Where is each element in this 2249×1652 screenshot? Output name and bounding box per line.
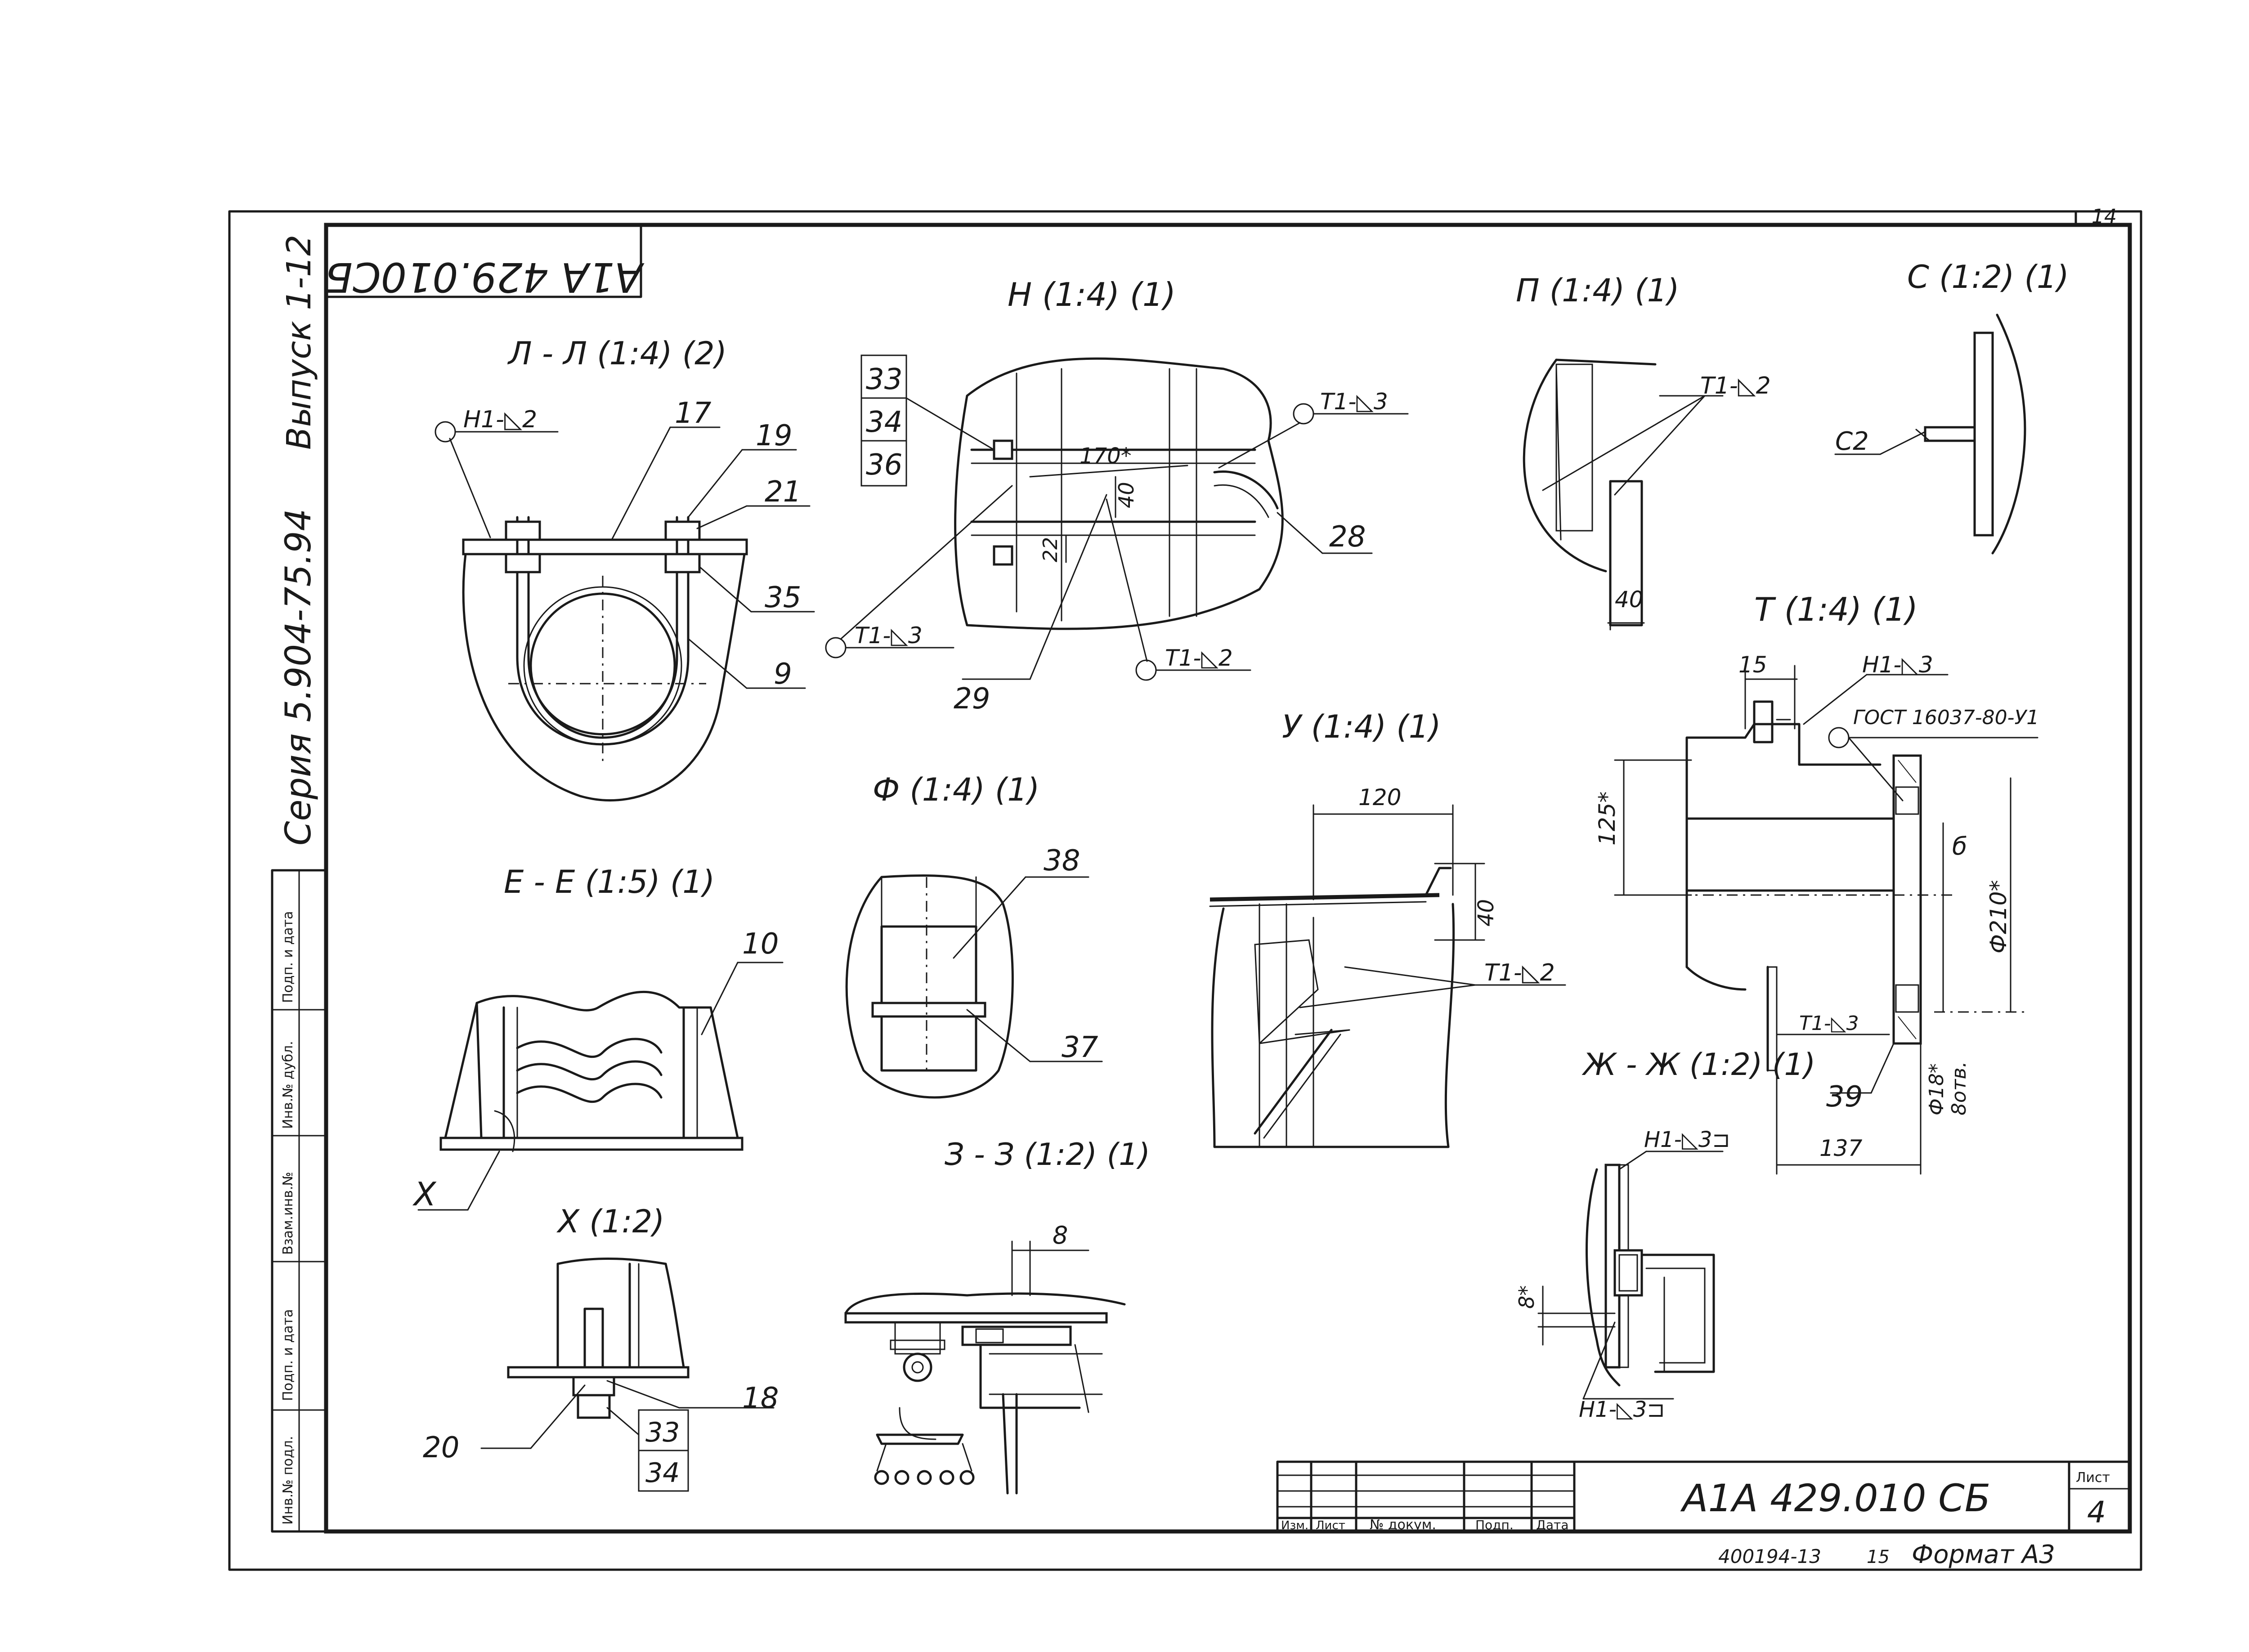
view-N-label-29: 29 <box>954 682 990 716</box>
issue-text: Выпуск 1-12 <box>280 235 318 450</box>
view-N-box-34: 34 <box>866 406 902 439</box>
side-strip <box>271 869 327 1533</box>
view-T-dim-137: 137 <box>1819 1135 1863 1161</box>
view-T-dim-15: 15 <box>1738 652 1767 678</box>
view-N-box-36: 36 <box>866 448 902 482</box>
title-sheet-label: Лист <box>2076 1470 2110 1486</box>
view-F: Ф (1:4) (1) <box>845 771 1103 1099</box>
view-U: У (1:4) (1) <box>1209 708 1566 1148</box>
view-C-label: С2 <box>1835 427 1869 456</box>
view-T-holes-bottom: 8отв. <box>1948 1061 1971 1115</box>
view-ZZ-weld-top: Н1-◺3⊐ <box>1644 1127 1730 1152</box>
side-strip-cell-5: Инв.№ подл. <box>280 1436 296 1525</box>
view-EE-label-X: X <box>412 1175 437 1213</box>
view-U-title: У (1:4) (1) <box>1282 708 1441 745</box>
view-T-weld-mid: Т1-◺3 <box>1799 1012 1859 1035</box>
view-ZZZ: З - З (1:2) (1) <box>844 1137 1150 1495</box>
view-F-title: Ф (1:4) (1) <box>873 771 1039 808</box>
view-LL-label-35: 35 <box>765 581 801 614</box>
view-P-title: П (1:4) (1) <box>1516 272 1680 309</box>
title-block <box>1276 1460 2131 1533</box>
series-text: Серия 5.904-75.94 <box>278 509 319 846</box>
view-N-title: Н (1:4) (1) <box>1008 276 1176 313</box>
view-ZZ-title: Ж - Ж (1:2) (1) <box>1581 1047 1815 1083</box>
view-ZZ: Ж - Ж (1:2) (1) <box>1537 1047 1815 1400</box>
view-T: Т (1:4) (1) <box>1614 591 2038 1175</box>
view-N-dim-170: 170* <box>1080 443 1132 469</box>
view-N-dim-40: 40 <box>1114 482 1138 508</box>
view-N-weld-bottom: Т1-◺2 <box>1165 645 1233 671</box>
view-ZZ-weld-bottom: Н1-◺3⊐ <box>1579 1397 1665 1422</box>
view-P-weld: Т1-◺2 <box>1700 372 1771 399</box>
view-EE-label-10: 10 <box>742 927 779 961</box>
title-col-data: Дата <box>1536 1518 1569 1532</box>
title-col-podp: Подп. <box>1475 1518 1514 1532</box>
view-EE-title: Е - Е (1:5) (1) <box>504 864 715 900</box>
view-LL-weld: Н1-◺2 <box>463 406 537 433</box>
stamp-code: А1А 429.010СБ <box>325 253 645 300</box>
view-N-box-33: 33 <box>866 363 902 396</box>
view-LL-label-17: 17 <box>675 397 712 430</box>
view-P-dim: 40 <box>1615 586 1644 613</box>
view-X-label-18: 18 <box>742 1382 779 1415</box>
view-F-label-38: 38 <box>1044 844 1080 877</box>
view-X: Х (1:2) <box>480 1203 775 1492</box>
view-LL-label-21: 21 <box>765 475 801 509</box>
page-number: 14 <box>2092 205 2117 228</box>
footer-format: Формат А3 <box>1912 1540 2055 1569</box>
view-EE: Е - Е (1:5) (1) <box>417 864 784 1211</box>
view-T-gost: ГОСТ 16037-80-У1 <box>1853 706 2039 729</box>
view-N-weld-top: Т1-◺3 <box>1320 389 1388 415</box>
title-col-doc: № докум. <box>1370 1517 1436 1533</box>
footer-inv: 400194-13 <box>1718 1545 1821 1567</box>
view-T-label-39: 39 <box>1826 1080 1863 1114</box>
view-X-label-20: 20 <box>423 1431 459 1464</box>
view-X-label-34: 34 <box>645 1457 680 1489</box>
title-code: А1А 429.010 СБ <box>1680 1476 1990 1520</box>
view-LL-label-9: 9 <box>774 658 792 691</box>
view-LL-title: Л - Л (1:4) (2) <box>507 335 727 372</box>
title-col-list: Лист <box>1316 1519 1345 1532</box>
title-col-izm: Изм. <box>1281 1519 1308 1532</box>
footer-num: 15 <box>1867 1547 1890 1567</box>
view-T-holes-top: Ф18* <box>1925 1063 1948 1115</box>
side-strip-cell-1: Подп. и дата <box>280 911 296 1003</box>
view-T-dim-125: 125* <box>1594 792 1620 846</box>
view-LL-label-19: 19 <box>756 419 792 452</box>
view-N-dim-22: 22 <box>1039 537 1062 562</box>
view-N-weld-left: Т1-◺3 <box>855 622 923 649</box>
side-strip-cell-2: Инв.№ дубл. <box>280 1041 296 1129</box>
view-T-dim-b: б <box>1952 832 1967 860</box>
view-N-label-28: 28 <box>1329 520 1366 554</box>
view-C-title: С (1:2) (1) <box>1907 259 2069 295</box>
view-T-weld-top: Н1-◺3 <box>1862 652 1933 678</box>
view-X-title: Х (1:2) <box>556 1203 664 1240</box>
view-T-dim-210: Ф210* <box>1985 880 2012 954</box>
side-strip-cell-4: Подп. и дата <box>280 1309 296 1401</box>
view-U-dim-40: 40 <box>1474 899 1499 927</box>
view-ZZ-dim: 8* <box>1514 1285 1539 1309</box>
view-X-label-33: 33 <box>645 1417 680 1448</box>
view-ZZZ-dim: 8 <box>1053 1221 1068 1249</box>
stamp-box: А1А 429.010СБ <box>325 224 645 300</box>
view-T-title: Т (1:4) (1) <box>1754 591 1918 628</box>
title-sheet-number: 4 <box>2087 1495 2106 1530</box>
view-F-label-37: 37 <box>1062 1031 1098 1064</box>
view-ZZZ-title: З - З (1:2) (1) <box>945 1137 1150 1173</box>
side-strip-cell-3: Взам.инв.№ <box>280 1172 296 1255</box>
view-P: П (1:4) (1) <box>1516 272 1724 631</box>
view-C: С (1:2) (1) <box>1834 259 2069 555</box>
view-U-dim-120: 120 <box>1358 784 1401 810</box>
view-N: Н (1:4) (1) <box>825 276 1409 681</box>
view-LL: Л - Л (1:4) (2) <box>435 335 815 801</box>
view-U-weld: Т1-◺2 <box>1484 959 1555 986</box>
